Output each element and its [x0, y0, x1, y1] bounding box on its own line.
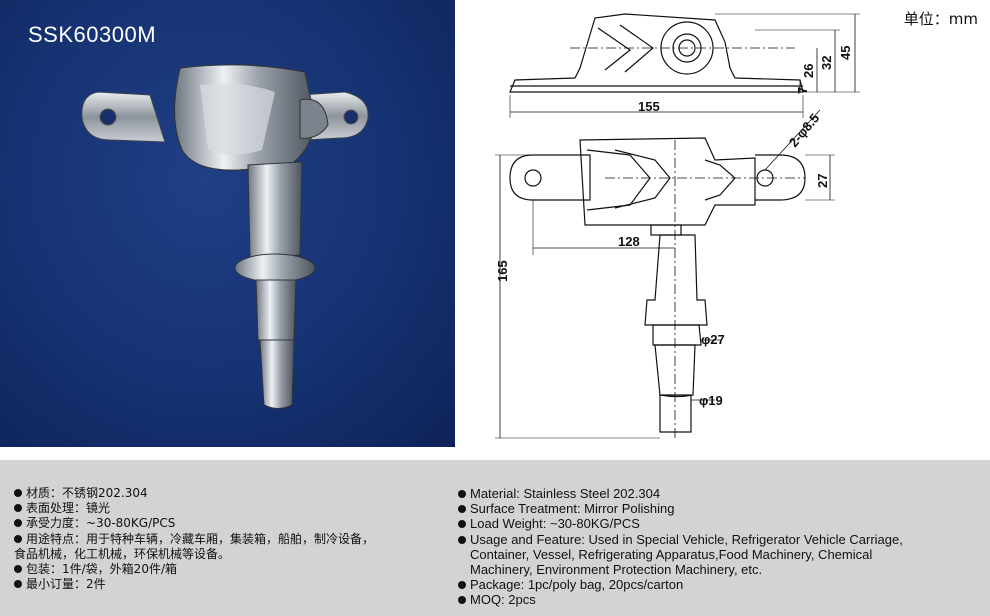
- dim-height-7: 7: [795, 87, 810, 94]
- spec-item: Usage and Feature: Used in Special Vehic…: [458, 532, 983, 547]
- spec-item: 承受力度：~30-80KG/PCS: [14, 516, 454, 531]
- product-photo-panel: SSK60300M: [0, 0, 455, 447]
- dim-diameter-19: φ19: [699, 393, 723, 408]
- technical-drawing: 155 45 32 26 7 2-φ8.5 27 128 165 φ27 φ19: [495, 13, 860, 440]
- technical-drawing-panel: 单位：mm: [455, 0, 990, 447]
- spec-item-continuation: Machinery, Environment Protection Machin…: [470, 562, 763, 578]
- product-photo: [81, 64, 369, 409]
- dim-height-32: 32: [819, 56, 834, 70]
- bullet-icon: [458, 581, 466, 590]
- bullet-icon: [14, 534, 22, 543]
- dim-width-27: 27: [815, 174, 830, 188]
- model-number: SSK60300M: [28, 22, 157, 47]
- spec-item: 用途特点：用于特种车辆，冷藏车厢，集装箱，船舶，制冷设备，: [14, 532, 454, 547]
- spec-item-continuation: 食品机械，化工机械，环保机械等设备。: [14, 546, 231, 561]
- spec-item: 表面处理：镜光: [14, 501, 454, 516]
- dim-height-26: 26: [801, 64, 816, 78]
- bullet-icon: [14, 565, 22, 574]
- spec-item-continuation: Container, Vessel, Refrigerating Apparat…: [470, 546, 873, 562]
- dim-height-45: 45: [838, 46, 853, 60]
- bullet-icon: [14, 580, 22, 589]
- spec-item: 材质：不锈钢202.304: [14, 486, 454, 501]
- spec-item: MOQ: 2pcs: [458, 592, 983, 607]
- dim-length-165: 165: [495, 260, 510, 282]
- spec-item: Surface Treatment: Mirror Polishing: [458, 501, 983, 516]
- bullet-icon: [14, 519, 22, 528]
- bullet-icon: [14, 504, 22, 513]
- dim-length-128: 128: [618, 234, 640, 249]
- spec-item: Material: Stainless Steel 202.304: [458, 486, 983, 501]
- spec-item: Load Weight: ~30-80KG/PCS: [458, 516, 983, 531]
- bullet-icon: [458, 490, 466, 498]
- bullet-icon: [14, 489, 22, 497]
- bullet-icon: [458, 505, 466, 514]
- dim-overall-length: 155: [638, 99, 660, 114]
- specs-english: Material: Stainless Steel 202.304 Surfac…: [458, 486, 983, 608]
- specs-chinese: 材质：不锈钢202.304 表面处理：镜光 承受力度：~30-80KG/PCS …: [14, 486, 454, 592]
- specifications-panel: 材质：不锈钢202.304 表面处理：镜光 承受力度：~30-80KG/PCS …: [0, 460, 990, 616]
- spec-item: Package: 1pc/poly bag, 20pcs/carton: [458, 577, 983, 592]
- spec-item: 最小订量：2件: [14, 577, 454, 592]
- bullet-icon: [458, 535, 466, 544]
- unit-label: 单位：mm: [903, 10, 978, 28]
- bullet-icon: [458, 520, 466, 529]
- dim-diameter-27: φ27: [701, 332, 725, 347]
- bullet-icon: [458, 596, 466, 605]
- spec-item: 包装：1件/袋，外箱20件/箱: [14, 562, 454, 577]
- dim-hole-spec: 2-φ8.5: [786, 110, 823, 149]
